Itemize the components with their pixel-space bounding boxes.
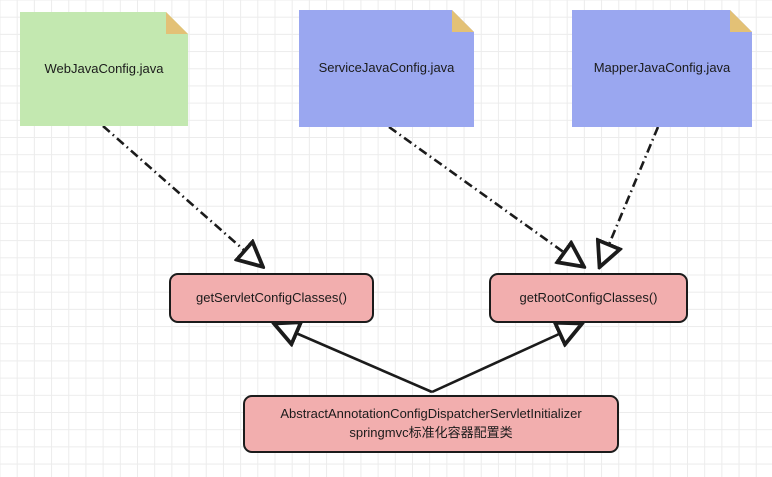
note-label: MapperJavaConfig.java <box>593 60 731 76</box>
note-label: ServiceJavaConfig.java <box>318 60 455 76</box>
note-shape <box>299 10 474 127</box>
edge-initializer-to-root <box>431 324 581 394</box>
box-label: getRootConfigClasses() <box>519 289 658 305</box>
note-label: WebJavaConfig.java <box>44 60 164 76</box>
note-service-java-config[interactable]: ServiceJavaConfig.java <box>299 10 474 127</box>
box-get-servlet-config-classes[interactable]: getServletConfigClasses() <box>169 273 374 323</box>
edge-initializer-to-servlet <box>275 324 433 394</box>
edge-web-to-servlet <box>102 125 262 266</box>
folded-corner-icon <box>730 10 752 32</box>
note-shape <box>20 12 188 126</box>
edge-service-to-root <box>388 125 583 266</box>
box-abstract-annotation-config-initializer[interactable]: AbstractAnnotationConfigDispatcherServle… <box>243 395 619 453</box>
box-label: AbstractAnnotationConfigDispatcherServle… <box>280 406 582 440</box>
box-get-root-config-classes[interactable]: getRootConfigClasses() <box>489 273 688 323</box>
folded-corner-icon <box>166 12 188 34</box>
edge-mapper-to-root <box>600 126 660 266</box>
box-label: getServletConfigClasses() <box>195 289 347 305</box>
note-mapper-java-config[interactable]: MapperJavaConfig.java <box>572 10 752 127</box>
note-web-java-config[interactable]: WebJavaConfig.java <box>20 12 188 126</box>
folded-corner-icon <box>452 10 474 32</box>
note-shape <box>572 10 752 127</box>
